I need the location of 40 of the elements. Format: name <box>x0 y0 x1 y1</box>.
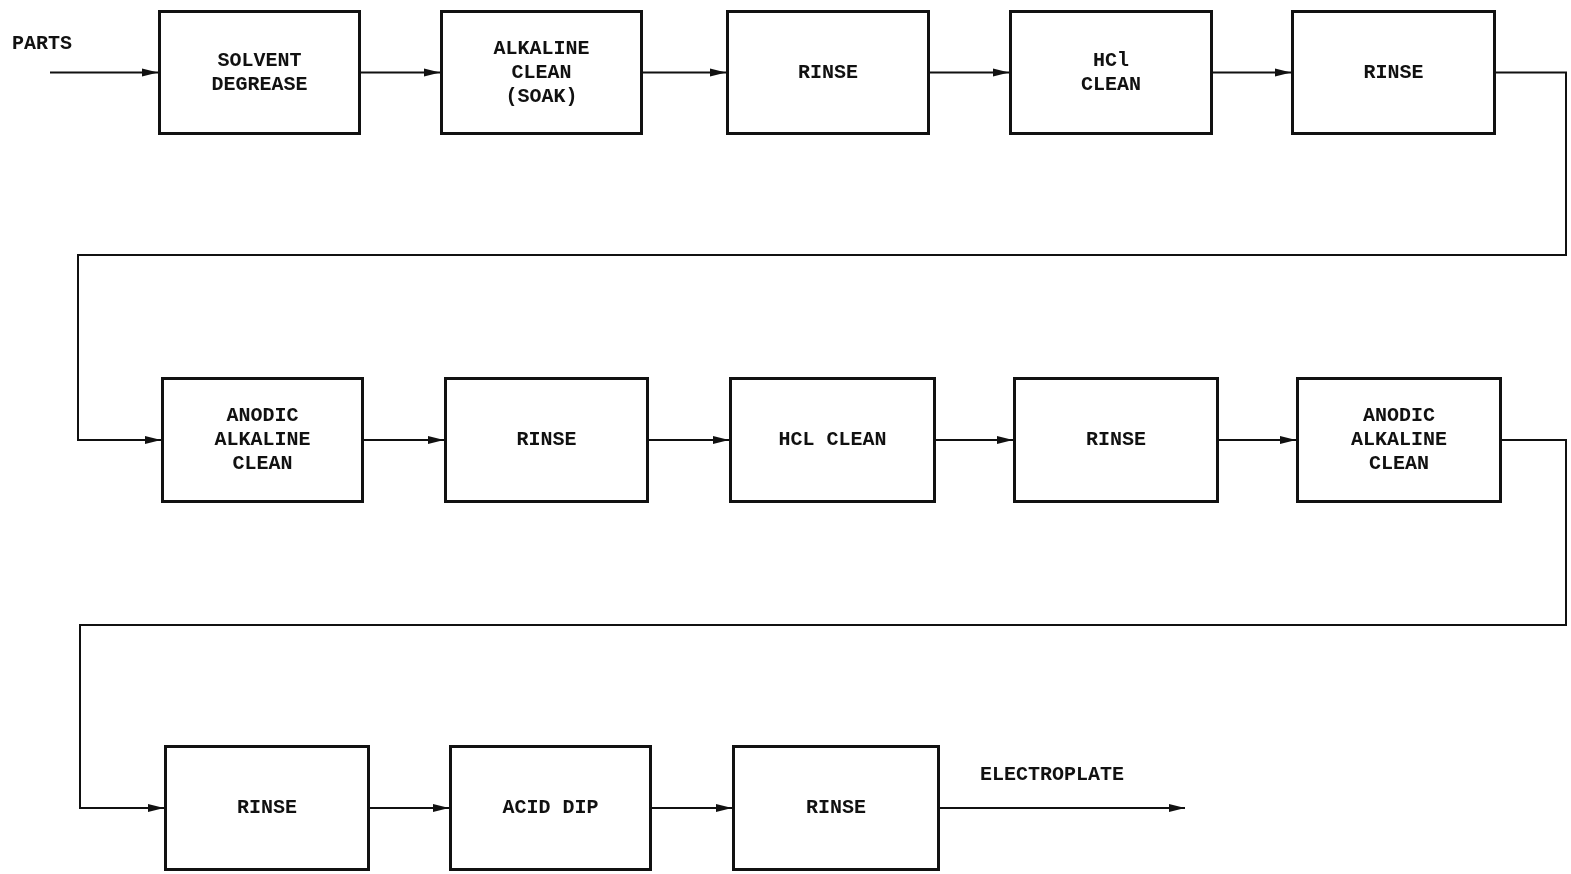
step-label: RINSE <box>237 796 297 820</box>
arrow <box>360 68 441 77</box>
arrow <box>369 804 450 812</box>
process-box <box>449 745 652 871</box>
arrow <box>49 68 159 77</box>
arrow <box>651 804 733 812</box>
process-box <box>729 377 936 503</box>
process-box <box>158 10 361 135</box>
arrow <box>77 71 1567 444</box>
step-label: HCL CLEAN <box>778 428 887 452</box>
arrow <box>1218 436 1297 444</box>
arrow <box>363 436 445 444</box>
process-box <box>444 377 649 503</box>
process-box <box>1291 10 1496 135</box>
process-box <box>1013 377 1219 503</box>
step-label: RINSE <box>798 60 858 85</box>
arrow <box>935 436 1014 444</box>
step-label: RINSE <box>1086 428 1146 452</box>
arrow <box>939 804 1186 812</box>
arrow <box>648 436 730 444</box>
step-label: ANODIC ALKALINE CLEAN <box>1350 404 1448 476</box>
step-label: RINSE <box>806 796 866 820</box>
process-box <box>164 745 370 871</box>
step-label: HCl CLEAN <box>1080 48 1142 97</box>
arrow <box>929 68 1010 77</box>
step-label: RINSE <box>1363 60 1424 85</box>
arrow <box>79 439 1567 812</box>
arrow <box>1212 68 1292 77</box>
process-box <box>1009 10 1213 135</box>
arrow <box>642 68 727 77</box>
step-label: ACID DIP <box>502 796 599 820</box>
step-label: ANODIC ALKALINE CLEAN <box>213 404 312 476</box>
step-label: SOLVENT DEGREASE <box>210 48 309 97</box>
process-box <box>161 377 364 503</box>
process-box <box>726 10 930 135</box>
step-label: ALKALINE CLEAN (SOAK) <box>492 36 591 109</box>
step-label: RINSE <box>516 428 577 452</box>
process-box <box>732 745 940 871</box>
process-box <box>1296 377 1502 503</box>
process-box <box>440 10 643 135</box>
